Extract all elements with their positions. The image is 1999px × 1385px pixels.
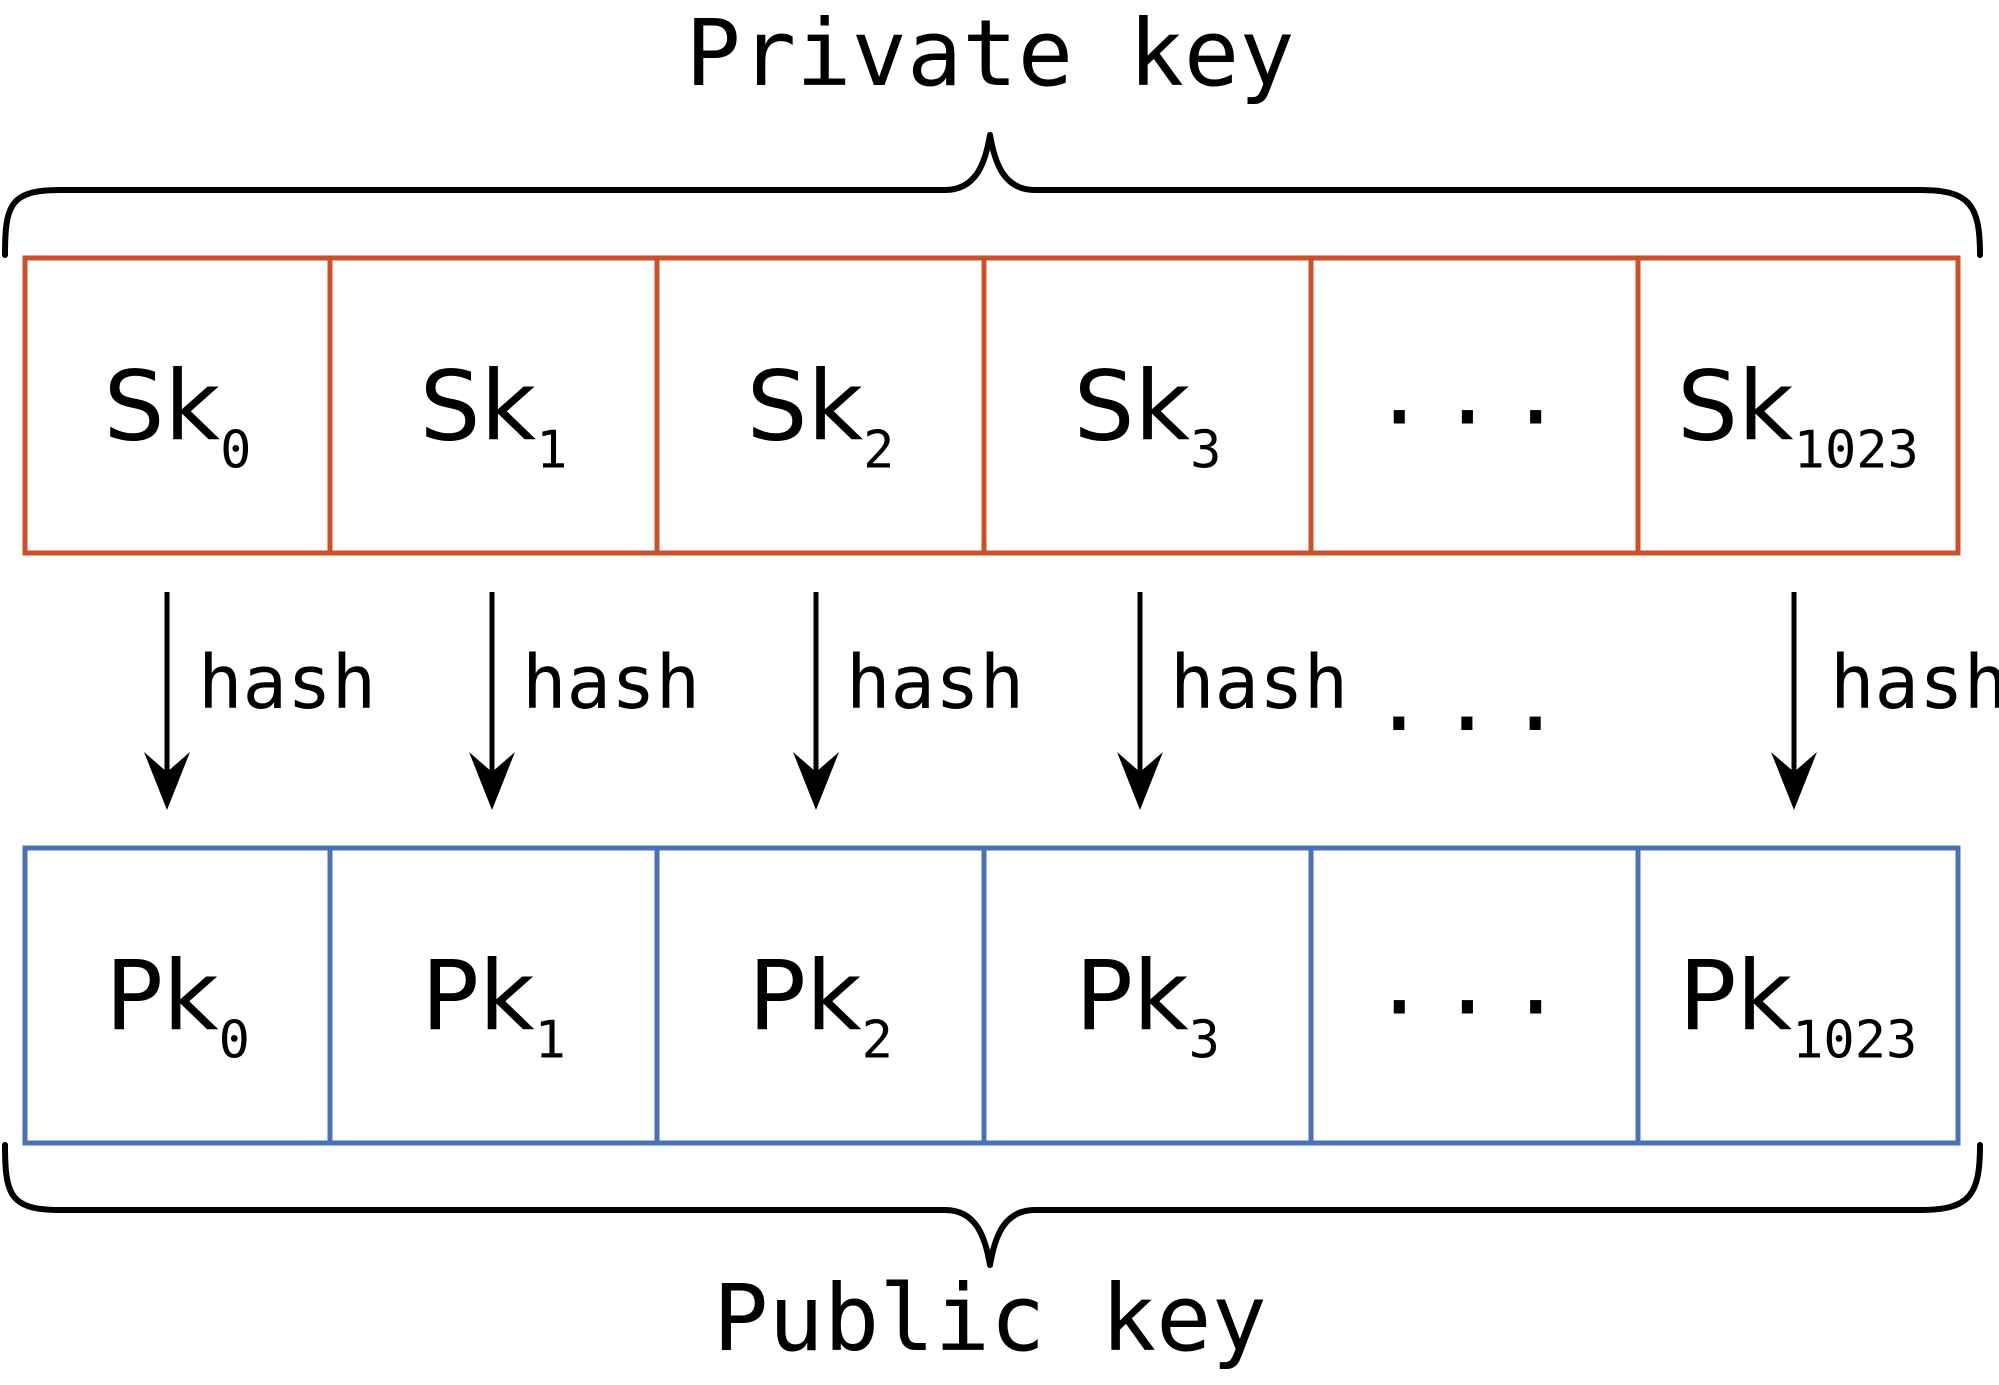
hash-label-1: hash [522,640,700,726]
pk-subscript: 3 [1189,1011,1220,1071]
sk-subscript: 3 [1190,421,1221,481]
pk-subscript: 0 [219,1011,250,1071]
sk-cell-label-3: Sk3 [1074,351,1222,481]
sk-subscript: 0 [220,421,251,481]
sk-cell-label-2: Sk2 [747,351,895,481]
private-key-label: Private key [685,0,1294,107]
pk-subscript: 1 [535,1011,566,1071]
sk-ellipsis: ... [1372,341,1577,446]
sk-cell-label-0: Sk0 [104,351,252,481]
sk-base: Sk [1677,351,1794,463]
arrow-down-icon [469,752,515,810]
sk-cell-5 [1635,255,1961,556]
pk-base: Pk [1679,941,1793,1053]
sk-base: Sk [104,351,221,463]
pk-base: Pk [105,941,219,1053]
hash-label-2: hash [846,640,1024,726]
sk-subscript: 1 [536,421,567,481]
pk-cell-label-1023: Pk1023 [1679,941,1918,1071]
hash-ellipsis: ... [1372,647,1577,752]
pk-base: Pk [1075,941,1189,1053]
arrow-down-icon [793,752,839,810]
hash-arrows: hash hash hash hash hash... [144,592,1999,810]
sk-base: Sk [1074,351,1191,463]
pk-ellipsis: ... [1372,931,1577,1036]
pk-base: Pk [748,941,862,1053]
pk-cell-label-2: Pk2 [748,941,893,1071]
hash-label-0: hash [198,640,376,726]
pk-cell-5 [1635,845,1961,1146]
arrow-down-icon [1117,752,1163,810]
arrow-down-icon [1771,752,1817,810]
sk-base: Sk [747,351,864,463]
pk-cell-label-1: Pk1 [421,941,566,1071]
pk-subscript: 1023 [1792,1011,1917,1071]
public-key-label: Public key [713,1265,1267,1372]
sk-subscript: 2 [863,421,894,481]
sk-cell-label-1: Sk1 [420,351,568,481]
sk-cell-label-1023: Sk1023 [1677,351,1919,481]
hash-label-4: hash [1830,640,1999,726]
sk-subscript: 1023 [1794,421,1919,481]
pk-cell-label-0: Pk0 [105,941,250,1071]
arrow-down-icon [144,752,190,810]
pk-base: Pk [421,941,535,1053]
pk-cell-label-3: Pk3 [1075,941,1220,1071]
private-key-brace [2,132,1983,258]
pk-subscript: 2 [862,1011,893,1071]
sk-base: Sk [420,351,537,463]
hash-label-3: hash [1170,640,1348,726]
public-key-brace [2,1142,1983,1268]
